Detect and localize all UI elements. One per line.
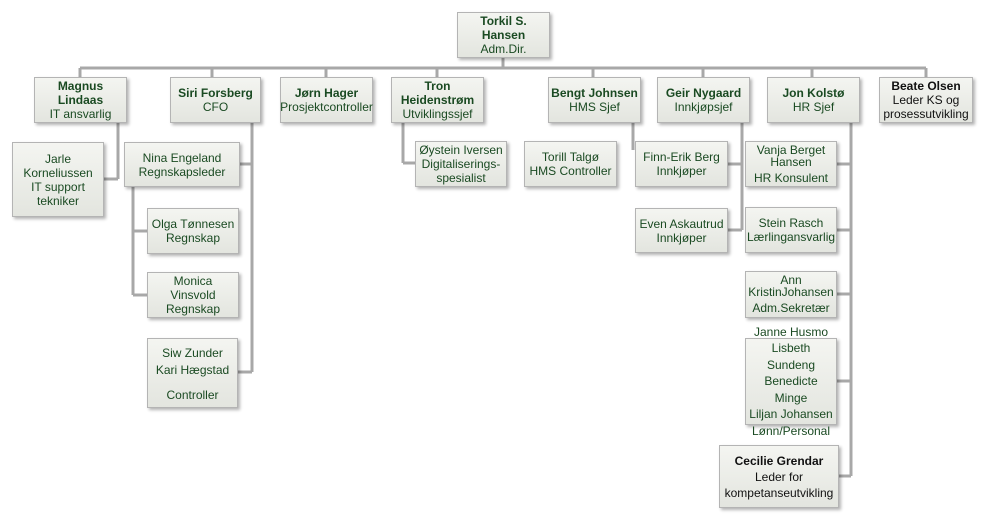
manager-box-tron[interactable]: Tron Heidenstrøm Utviklingssjef [391, 77, 484, 123]
manager-name: Jørn Hager [294, 86, 359, 100]
manager-name: Geir Nygaard [665, 86, 742, 100]
ceo-name: Torkil S. Hansen [480, 14, 527, 42]
manager-name: Jon Kolstø [782, 86, 845, 100]
staff-name: Cecilie Grendar [734, 453, 824, 468]
staff-box-even[interactable]: Even Askautrud Innkjøper [635, 208, 728, 253]
manager-title: Prosjektcontroller [280, 100, 373, 114]
staff-text: Torill Talgø HMS Controller [529, 150, 612, 178]
manager-name: Tron Heidenstrøm [400, 79, 475, 107]
manager-title: HMS Sjef [569, 100, 620, 114]
staff-text: Janne Husmo Lisbeth Sundeng Benedicte Mi… [749, 324, 833, 438]
manager-name: Beate Olsen [891, 79, 961, 93]
staff-box-vanja[interactable]: Vanja Berget Hansen HR Konsulent [745, 141, 837, 187]
manager-name: Bengt Johnsen [551, 86, 638, 100]
staff-box-ann[interactable]: Ann KristinJohansen Adm.Sekretær [745, 271, 837, 318]
manager-title: Leder KS og prosessutvikling [883, 93, 969, 121]
staff-text: Monica Vinsvold Regnskap [165, 274, 221, 316]
staff-box-cecilie[interactable]: Cecilie Grendar Leder for kompetanseutvi… [719, 445, 839, 508]
staff-names: Ann KristinJohansen [748, 273, 834, 299]
manager-box-magnus[interactable]: Magnus Lindaas IT ansvarlig [34, 77, 127, 123]
manager-title: HR Sjef [792, 100, 835, 114]
manager-box-siri[interactable]: Siri Forsberg CFO [170, 77, 261, 123]
manager-title: IT ansvarlig [49, 107, 112, 121]
staff-box-stein[interactable]: Stein Rasch Lærlingansvarlig [745, 207, 837, 253]
staff-box-torill[interactable]: Torill Talgø HMS Controller [524, 141, 617, 187]
manager-box-bengt[interactable]: Bengt Johnsen HMS Sjef [548, 77, 641, 123]
manager-box-jorn[interactable]: Jørn Hager Prosjektcontroller [280, 77, 373, 123]
manager-title: CFO [202, 100, 229, 114]
staff-role: Leder for kompetanseutvikling [724, 469, 834, 500]
ceo-title: Adm.Dir. [480, 42, 527, 56]
manager-title: Utviklingssjef [402, 107, 473, 121]
staff-box-oystein[interactable]: Øystein Iversen Digitaliserings- spesial… [415, 141, 507, 187]
staff-text: Nina Engeland Regnskapsleder [138, 150, 226, 179]
staff-text: Jarle Korneliussen IT support tekniker [23, 151, 93, 208]
staff-text: Finn-Erik Berg Innkjøper [643, 150, 720, 178]
manager-box-geir[interactable]: Geir Nygaard Innkjøpsjef [657, 77, 750, 123]
manager-title: Innkjøpsjef [674, 100, 733, 114]
ceo-box[interactable]: Torkil S. Hansen Adm.Dir. [457, 12, 550, 58]
manager-name: Siri Forsberg [178, 86, 253, 100]
staff-box-olga[interactable]: Olga Tønnesen Regnskap [147, 208, 239, 254]
staff-text: Even Askautrud Innkjøper [639, 216, 724, 245]
staff-text: Stein Rasch Lærlingansvarlig [746, 216, 836, 244]
manager-box-jon[interactable]: Jon Kolstø HR Sjef [767, 77, 860, 123]
staff-box-lonn-personal[interactable]: Janne Husmo Lisbeth Sundeng Benedicte Mi… [745, 325, 837, 438]
manager-box-beate[interactable]: Beate Olsen Leder KS og prosessutvikling [879, 77, 973, 123]
staff-box-finn[interactable]: Finn-Erik Berg Innkjøper [635, 141, 728, 187]
staff-text: Olga Tønnesen Regnskap [151, 217, 235, 245]
staff-role: Controller [166, 387, 219, 402]
staff-role: HR Konsulent [753, 170, 829, 185]
staff-text: Øystein Iversen Digitaliserings- spesial… [419, 143, 503, 185]
staff-box-monica[interactable]: Monica Vinsvold Regnskap [147, 272, 239, 318]
staff-names: Siw Zunder Kari Hægstad [155, 345, 230, 377]
staff-box-controller[interactable]: Siw Zunder Kari Hægstad Controller [147, 338, 238, 408]
manager-name: Magnus Lindaas [57, 79, 104, 107]
staff-names: Vanja Berget Hansen [756, 142, 826, 169]
staff-role: Adm.Sekretær [752, 301, 830, 315]
staff-box-nina[interactable]: Nina Engeland Regnskapsleder [124, 142, 240, 187]
staff-box-jarle[interactable]: Jarle Korneliussen IT support tekniker [12, 142, 104, 217]
